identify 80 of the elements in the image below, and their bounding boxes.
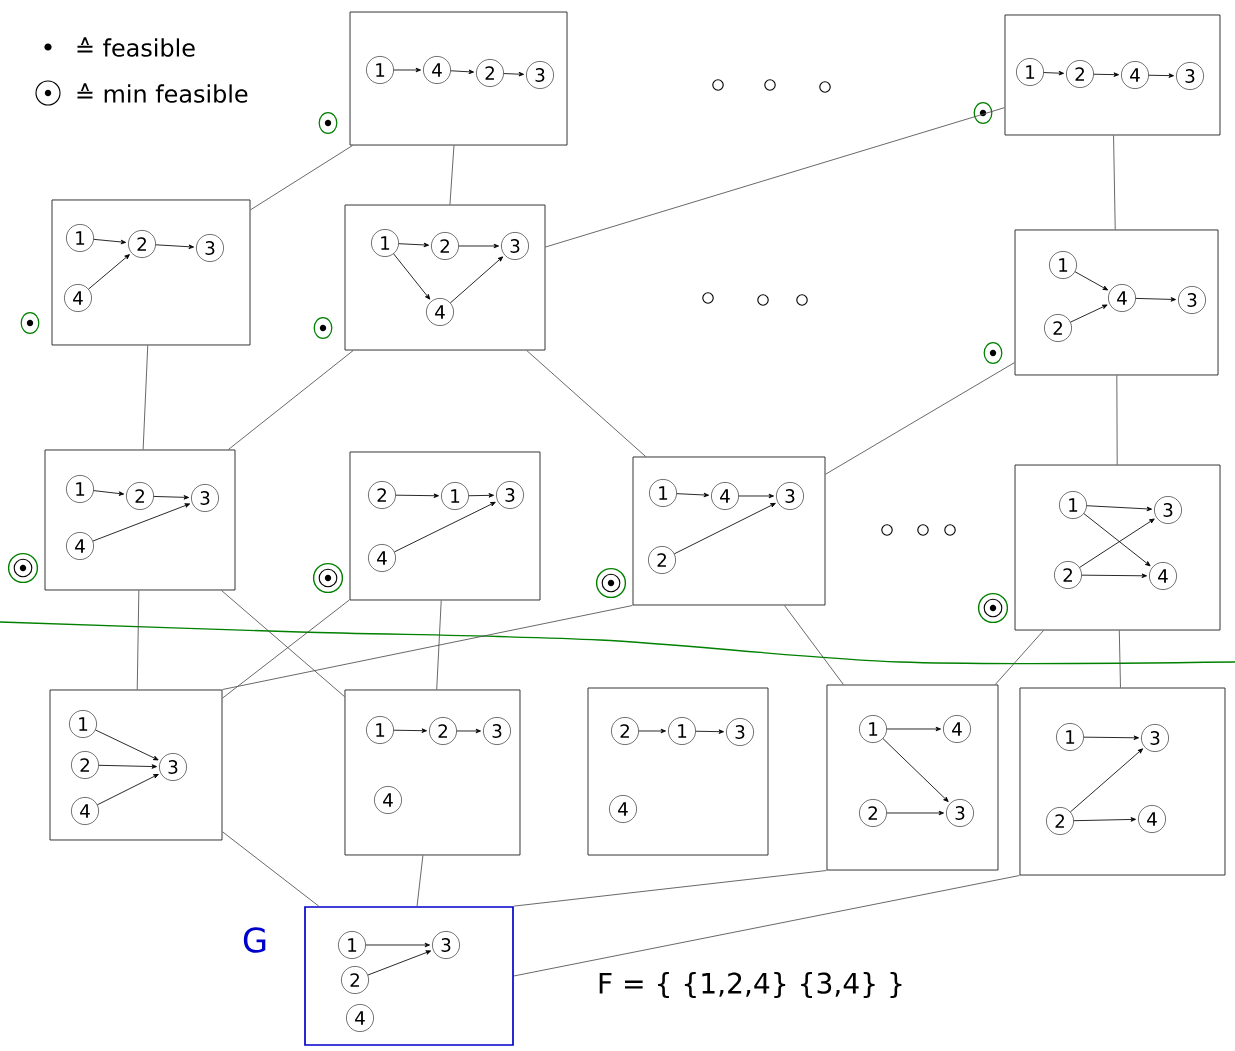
- connector-line: [436, 600, 442, 690]
- arrow: [365, 942, 430, 948]
- connector-line: [222, 605, 633, 690]
- arrow: [503, 71, 524, 77]
- graph-box: [1019, 687, 1226, 876]
- arrow: [393, 728, 427, 733]
- arrow: [1086, 505, 1153, 512]
- arrow: [1083, 735, 1139, 740]
- arrow: [676, 492, 709, 498]
- connector-line: [228, 350, 354, 450]
- arrow: [674, 502, 776, 555]
- graph-box: [1014, 464, 1221, 631]
- arrow: [394, 501, 496, 553]
- arrow: [1093, 72, 1119, 77]
- legend-text: ≙ min feasible: [77, 83, 248, 103]
- graph-box: [51, 199, 251, 346]
- connector-line: [222, 831, 320, 907]
- connector-line: [416, 855, 424, 907]
- arrow: [398, 242, 430, 248]
- connector-line: [1116, 375, 1118, 465]
- legend-text: ≙ feasible: [77, 37, 195, 57]
- graph-box: [344, 204, 546, 351]
- graph-box: [826, 684, 999, 871]
- arrow: [1148, 73, 1174, 78]
- graph-box: [632, 456, 826, 606]
- arrow: [695, 729, 724, 734]
- arrow: [88, 254, 130, 290]
- arrow: [1135, 297, 1176, 302]
- arrow: [1070, 304, 1108, 323]
- connector-line: [545, 107, 1005, 248]
- arrow: [393, 67, 421, 73]
- connector-line: [825, 362, 1015, 475]
- graph-label: G: [243, 927, 266, 953]
- graph-box: [49, 689, 223, 841]
- arrow: [97, 773, 159, 806]
- arrow: [1043, 70, 1064, 76]
- connector-line: [513, 870, 827, 907]
- connector-line: [994, 630, 1044, 685]
- connector-line: [513, 875, 1020, 977]
- connector-line: [449, 145, 455, 205]
- arrow: [738, 493, 774, 499]
- arrow: [450, 69, 475, 75]
- arrow: [886, 726, 941, 732]
- arrow: [886, 810, 944, 816]
- connector-line: [136, 590, 140, 690]
- arrow: [393, 253, 431, 300]
- formula-text: F = { {1,2,4} {3,4} }: [599, 972, 902, 998]
- graph-box: [1014, 229, 1219, 376]
- arrow: [458, 243, 499, 249]
- graph-box: [304, 906, 514, 1046]
- arrow: [98, 764, 157, 769]
- arrow: [1074, 271, 1109, 291]
- connector-line: [1113, 135, 1116, 230]
- arrow: [155, 244, 195, 250]
- graph-box: [1004, 14, 1221, 136]
- arrow: [468, 493, 494, 498]
- connector-line: [526, 350, 647, 457]
- graph-box: [349, 451, 541, 601]
- arrow: [1073, 817, 1136, 822]
- arrow: [882, 738, 949, 802]
- connector-line: [142, 345, 149, 450]
- arrow: [1081, 573, 1147, 579]
- arrow: [93, 238, 127, 245]
- connector-line: [784, 605, 844, 685]
- arrow: [95, 729, 159, 761]
- graph-box: [344, 689, 521, 856]
- arrow: [456, 728, 481, 734]
- arrow: [93, 490, 125, 496]
- arrow: [1070, 748, 1144, 813]
- graph-box: [587, 687, 769, 856]
- connector-line: [1118, 630, 1121, 688]
- arrow: [153, 495, 189, 500]
- arrow: [92, 503, 191, 542]
- arrow: [450, 256, 504, 304]
- arrow: [367, 950, 432, 976]
- graph-box: [349, 11, 568, 146]
- arrow: [395, 493, 439, 498]
- arrow: [638, 728, 666, 734]
- connector-line: [250, 145, 353, 211]
- graph-box: [44, 449, 236, 591]
